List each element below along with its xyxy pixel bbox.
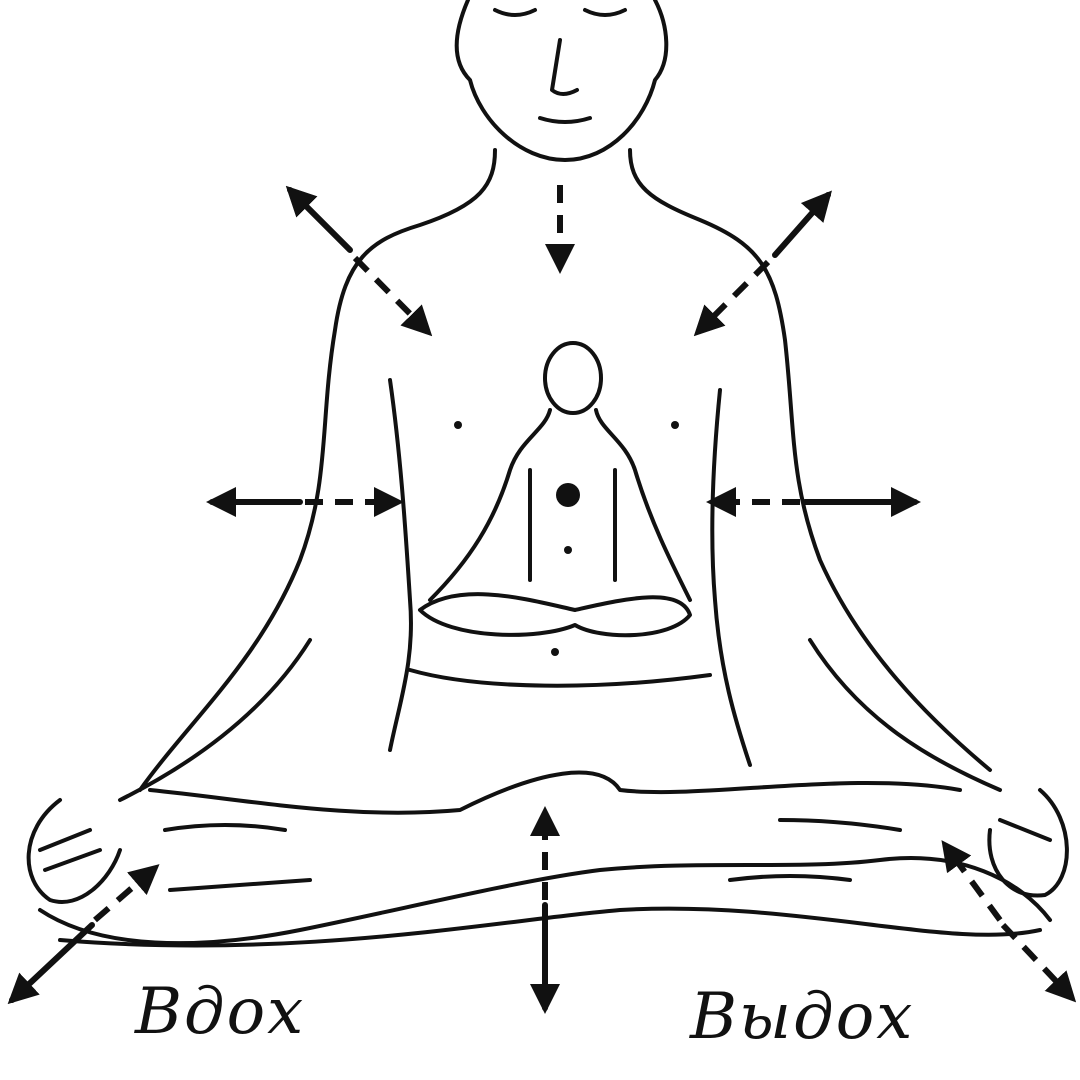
arrow-knee-right-in	[941, 840, 1003, 922]
small-figure	[418, 341, 692, 656]
arrow-knee-right-out	[1000, 922, 1077, 1003]
arrow-shoulder-right-in	[693, 259, 771, 337]
arrow-knee-left-out	[7, 922, 95, 1005]
large-figure	[26, 0, 1069, 948]
breath-arrows	[7, 185, 1077, 1014]
arrow-shoulder-right-out	[772, 190, 832, 258]
exhale-label: Выдох	[690, 980, 915, 1054]
inhale-label: Вдох	[135, 975, 306, 1049]
arrow-shoulder-left-in	[352, 255, 433, 337]
arrow-shoulder-left-out	[285, 185, 353, 253]
arrow-knee-left-in	[93, 864, 160, 923]
